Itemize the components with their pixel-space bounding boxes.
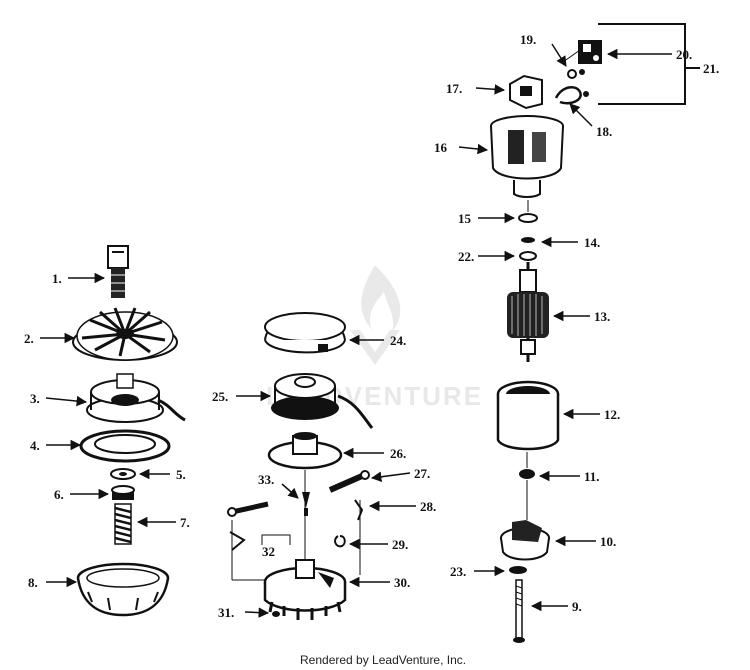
- part-7-spring: [114, 503, 132, 545]
- part-2-fan: [72, 307, 178, 361]
- label-part-14: 14.: [584, 235, 600, 250]
- part-5-washer: [110, 468, 136, 480]
- part-10-endcap: [500, 520, 550, 561]
- part-3-spool: [86, 373, 186, 423]
- footer-credit: Rendered by LeadVenture, Inc.: [300, 653, 466, 667]
- assembly-lines-middle: [231, 470, 361, 581]
- label-part-3: 3.: [30, 391, 40, 406]
- label-part-22: 22.: [458, 249, 474, 264]
- part-11-bearing: [519, 469, 535, 479]
- part-6-nut: [111, 485, 135, 500]
- part-labels: 1. 2. 3. 4. 5. 6. 7. 8. 24. 25. 26. 27. …: [24, 32, 719, 620]
- part-12-can: [496, 380, 560, 451]
- label-part-30: 30.: [394, 575, 410, 590]
- label-part-26: 26.: [390, 446, 406, 461]
- label-part-16: 16: [434, 140, 448, 155]
- label-part-17: 17.: [446, 81, 462, 96]
- label-part-9: 9.: [572, 599, 582, 614]
- part-9-bolt: [513, 579, 525, 643]
- label-part-13: 13.: [594, 309, 610, 324]
- part-29-clip: [334, 535, 346, 548]
- part-4-ring: [79, 429, 171, 463]
- part-22-washer: [519, 251, 537, 261]
- part-27-28-linkage: [227, 470, 370, 551]
- label-part-23: 23.: [450, 564, 466, 579]
- part-14-washer: [521, 237, 535, 243]
- label-part-21: 21.: [703, 61, 719, 76]
- part-33-screw: [302, 492, 310, 516]
- part-17-cap: [509, 74, 543, 110]
- label-part-28: 28.: [420, 499, 436, 514]
- label-part-19: 19.: [520, 32, 536, 47]
- label-part-5: 5.: [176, 467, 186, 482]
- label-part-8: 8.: [28, 575, 38, 590]
- part-18-clip: [554, 85, 589, 105]
- label-part-32: 32: [262, 544, 275, 559]
- label-part-4: 4.: [30, 438, 40, 453]
- label-part-25: 25.: [212, 389, 228, 404]
- label-part-24: 24.: [390, 333, 406, 348]
- part-24-cover: [264, 312, 346, 354]
- part-21-bracket: [598, 23, 700, 105]
- label-part-10: 10.: [600, 534, 616, 549]
- part-26-hub: [267, 432, 343, 470]
- part-20-switch: [578, 40, 602, 64]
- part-31-pin: [272, 611, 280, 617]
- leader-arrows: [40, 43, 672, 618]
- part-13-armature: [507, 262, 549, 362]
- label-part-15: 15: [458, 211, 472, 226]
- label-part-1: 1.: [52, 271, 62, 286]
- label-part-27: 27.: [414, 466, 430, 481]
- label-part-31: 31.: [218, 605, 234, 620]
- part-16-housing: [490, 115, 564, 198]
- label-part-12: 12.: [604, 407, 620, 422]
- label-part-2: 2.: [24, 331, 34, 346]
- label-part-29: 29.: [392, 537, 408, 552]
- part-23-washer: [509, 566, 527, 574]
- label-part-7: 7.: [180, 515, 190, 530]
- label-part-6: 6.: [54, 487, 64, 502]
- part-1-bolt: [107, 245, 129, 298]
- part-30-base: [263, 559, 347, 620]
- axis-line: [562, 49, 581, 63]
- label-part-20: 20.: [676, 47, 692, 62]
- part-19-contact: [567, 69, 585, 79]
- part-25-spool: [271, 373, 374, 429]
- label-part-11: 11.: [584, 469, 600, 484]
- part-15-washer: [518, 213, 538, 223]
- label-part-18: 18.: [596, 124, 612, 139]
- part-8-cup: [76, 562, 170, 617]
- label-part-33: 33.: [258, 472, 274, 487]
